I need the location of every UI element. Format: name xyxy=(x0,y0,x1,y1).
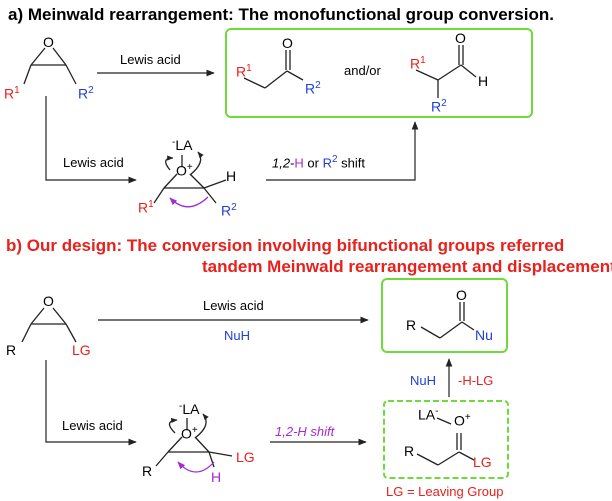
section-a-title: a) Meinwald rearrangement: The monofunct… xyxy=(8,5,554,24)
ketone-oxygen: O xyxy=(282,35,293,51)
ketone-a xyxy=(243,50,304,89)
aldehyde-oxygen: O xyxy=(455,30,466,46)
shift-label-a: 1,2-H or R2 shift xyxy=(272,154,366,171)
nuh-vertical-label: NuH xyxy=(410,373,437,388)
r1-activated-a: R1 xyxy=(138,199,154,216)
shift-arrow-a xyxy=(169,196,209,208)
activated-epoxide-b xyxy=(155,413,233,468)
aldehyde-r2: R2 xyxy=(431,98,447,115)
minus-hlg-label: -H-LG xyxy=(458,373,494,388)
and-or-label: and/or xyxy=(344,63,381,78)
amide-product-b xyxy=(420,302,475,339)
amide-r: R xyxy=(406,317,417,333)
oxonium-a: O+ xyxy=(176,162,193,179)
aldehyde-h: H xyxy=(478,73,489,89)
lewis-acid-label-a-top: Lewis acid xyxy=(120,52,181,67)
epoxide-b xyxy=(21,307,77,343)
product-box-a xyxy=(225,28,533,118)
product-box-b xyxy=(381,278,508,353)
legend-lg: LG = Leaving Group xyxy=(386,484,504,499)
section-b-title-line1: b) Our design: The conversion involving … xyxy=(6,236,565,255)
lg-activated-b: LG xyxy=(236,449,255,465)
ketone-r2: R2 xyxy=(305,80,321,97)
intermediate-b xyxy=(416,417,475,466)
lg-intermediate: LG xyxy=(473,454,492,470)
lower-path-b xyxy=(45,360,137,446)
h-activated-b: H xyxy=(211,469,222,485)
r-intermediate: R xyxy=(404,443,415,459)
amide-nu: Nu xyxy=(475,327,493,343)
section-b-title-line2: tandem Meinwald rearrangement and displa… xyxy=(202,257,612,276)
lewis-acid-label-b-top: Lewis acid xyxy=(203,298,264,313)
arrow-shift-a xyxy=(266,121,419,181)
r-epoxide-b: R xyxy=(6,342,17,358)
lower-path-a xyxy=(45,96,137,184)
h-activated-a: H xyxy=(226,168,237,184)
nuh-reagent-label: NuH xyxy=(224,328,251,343)
r-activated-b: R xyxy=(142,463,153,479)
aldehyde-a xyxy=(415,45,477,98)
lewis-acid-label-b-bottom: Lewis acid xyxy=(62,418,123,433)
la-intermediate: LA- xyxy=(418,406,439,423)
aldehyde-r1: R1 xyxy=(410,55,426,72)
intermediate-box-b xyxy=(383,400,509,479)
shift-arrow-b xyxy=(177,461,215,473)
shift-label-b: 1,2-H shift xyxy=(275,424,335,439)
ketone-r1: R1 xyxy=(236,63,252,80)
oxygen-epoxide-b: O xyxy=(43,293,54,309)
r1-epoxide-a: R1 xyxy=(4,85,20,102)
oxonium-intermediate: O+ xyxy=(454,412,471,429)
lg-epoxide-b: LG xyxy=(72,342,91,358)
r2-activated-a: R2 xyxy=(221,202,237,219)
r2-epoxide-a: R2 xyxy=(78,85,94,102)
epoxide-a xyxy=(23,47,77,85)
oxygen-epoxide-a: O xyxy=(43,34,54,50)
la-a: -LA xyxy=(172,137,193,153)
amide-oxygen: O xyxy=(456,287,467,303)
la-b: -LA xyxy=(179,401,200,417)
activated-epoxide-a xyxy=(153,151,227,204)
oxonium-b: O+ xyxy=(181,425,198,442)
lewis-acid-label-a-bottom: Lewis acid xyxy=(63,155,124,170)
